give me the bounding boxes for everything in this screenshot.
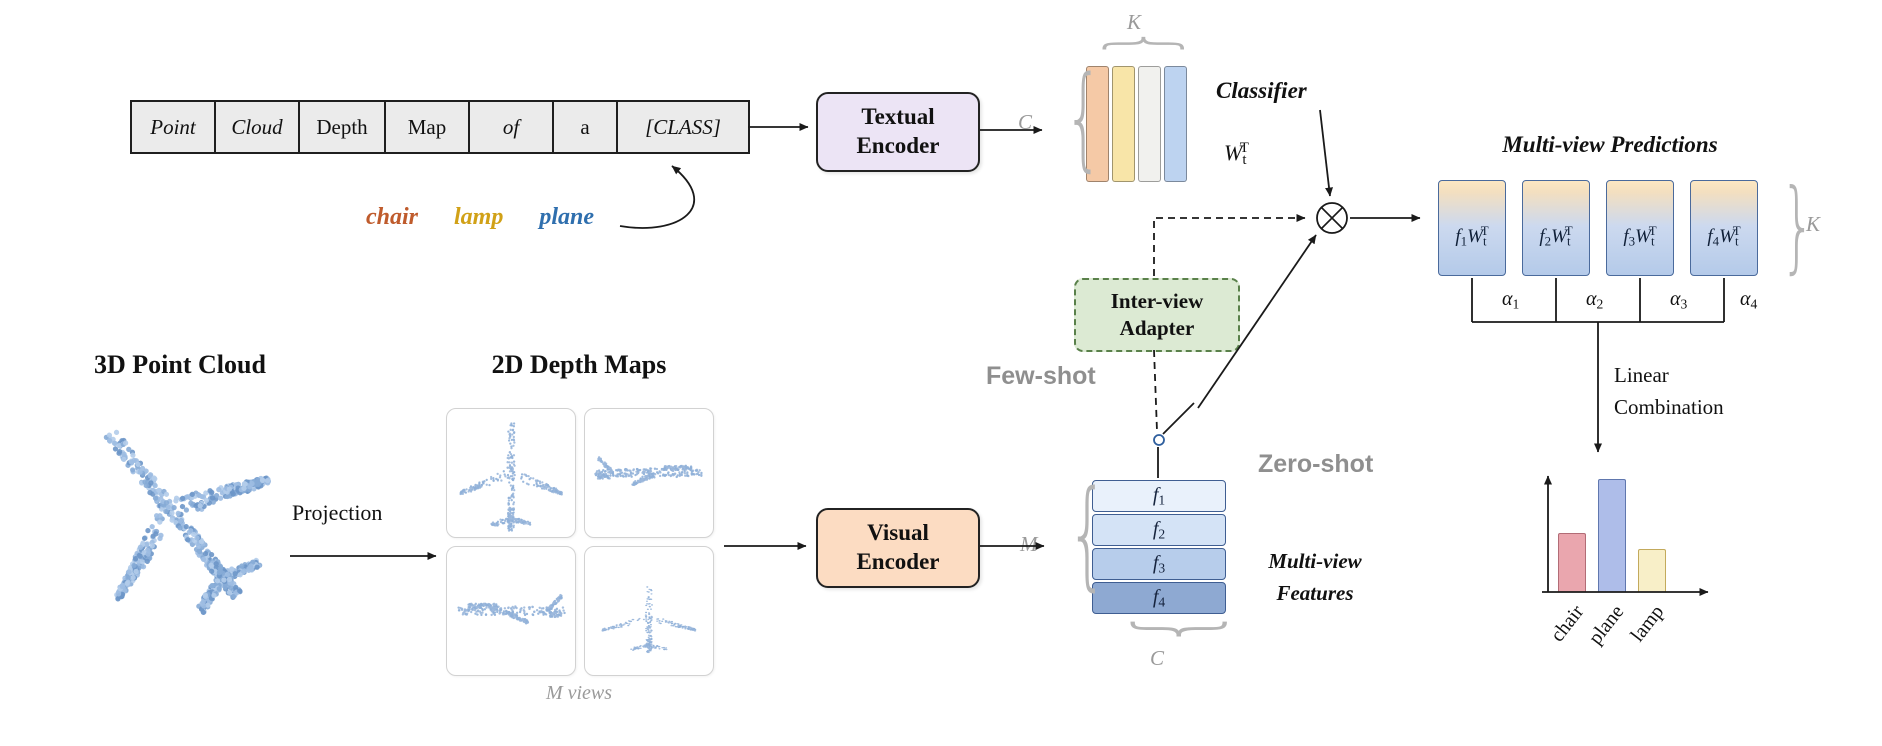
linear-combination-label: Linear Combination [1614, 363, 1724, 419]
feature-bar-f4: f4 [1092, 582, 1226, 614]
inter-view-adapter-box: Inter-view Adapter [1074, 278, 1240, 352]
multi-view-features-label: Multi-view Features [1268, 549, 1362, 605]
bar-lamp [1638, 549, 1666, 592]
prediction-box-4: f4WtT [1690, 180, 1758, 276]
class-word-lamp: lamp [454, 204, 504, 230]
class-word-list: chair lamp plane [366, 204, 594, 231]
feature-bar-label: f3 [1152, 551, 1166, 576]
m-label-features: M [1020, 532, 1038, 556]
alpha-4: α4 [1740, 288, 1758, 312]
prediction-box-label: f1WtT [1455, 222, 1489, 248]
depth-map-image-3 [457, 593, 566, 625]
prompt-cell: Point [132, 102, 216, 152]
prompt-cell: of [470, 102, 554, 152]
prediction-box-1: f1WtT [1438, 180, 1506, 276]
depth-map-tile-3 [446, 546, 576, 676]
arrow-classifier-to-otimes [1319, 109, 1333, 197]
prompt-cell-class: [CLASS] [618, 102, 748, 152]
depth-map-image-4 [601, 586, 697, 654]
depth-maps-title: 2D Depth Maps [491, 350, 667, 379]
classifier-strip [1164, 66, 1187, 182]
prompt-cell: Cloud [216, 102, 300, 152]
few-shot-label: Few-shot [986, 362, 1096, 390]
classifier-weight-stack [1086, 66, 1187, 182]
feature-bar-f3: f3 [1092, 548, 1226, 580]
feature-bar-label: f4 [1152, 585, 1166, 610]
point-cloud-title: 3D Point Cloud [94, 350, 266, 379]
c-label-features: C [1150, 646, 1165, 670]
dashed-arrow-adapter-to-otimes [1153, 214, 1306, 276]
dashed-line-adapter-to-switch [1153, 349, 1158, 432]
classifier-strip [1138, 66, 1161, 182]
alpha-2: α2 [1586, 288, 1604, 312]
classifier-strip [1112, 66, 1135, 182]
class-word-chair: chair [366, 204, 419, 230]
zero-shot-label: Zero-shot [1258, 450, 1374, 478]
prompt-cell: Depth [300, 102, 386, 152]
prediction-box-label: f4WtT [1707, 222, 1741, 248]
bar-chart [1548, 470, 1718, 592]
m-brace-features: { [1066, 464, 1109, 602]
alpha-3: α3 [1670, 288, 1688, 312]
depth-map-image-1 [459, 422, 563, 532]
multi-view-predictions-title: Multi-view Predictions [1502, 132, 1718, 157]
prediction-box-2: f2WtT [1522, 180, 1590, 276]
prompt-table: Point Cloud Depth Map of a [CLASS] [130, 100, 750, 154]
otimes-icon [1316, 202, 1348, 234]
point-cloud-image [103, 429, 272, 616]
depth-map-image-2 [594, 456, 703, 487]
feature-bar-label: f1 [1152, 483, 1166, 508]
k-label-predictions: K [1806, 212, 1821, 236]
c-brace-features: { [1113, 609, 1236, 647]
projection-label: Projection [292, 500, 383, 525]
switch-node-icon [1153, 434, 1165, 446]
bar-chair [1558, 533, 1586, 592]
prompt-cell: a [554, 102, 618, 152]
feature-bar-f2: f2 [1092, 514, 1226, 546]
prompt-cell: Map [386, 102, 470, 152]
c-brace-classifier: { [1064, 53, 1104, 183]
depth-map-tile-4 [584, 546, 714, 676]
class-word-plane: plane [539, 204, 595, 230]
arrow-classes-to-class-token [619, 165, 695, 229]
switch-lever [1162, 402, 1195, 435]
depth-map-tile-1 [446, 408, 576, 538]
feature-bar-label: f2 [1152, 517, 1166, 542]
classifier-wt-label: WtT [1224, 140, 1249, 168]
feature-bar-f1: f1 [1092, 480, 1226, 512]
k-label-classifier: K [1127, 10, 1142, 34]
prediction-box-label: f3WtT [1623, 222, 1657, 248]
classifier-label: Classifier [1216, 78, 1307, 103]
bar-plane [1598, 479, 1626, 592]
prediction-box-3: f3WtT [1606, 180, 1674, 276]
alpha-1: α1 [1502, 288, 1520, 312]
k-brace-predictions: } [1780, 167, 1816, 284]
m-views-label: M views [545, 682, 613, 704]
depth-map-tile-2 [584, 408, 714, 538]
c-label-classifier: C [1018, 110, 1033, 134]
visual-encoder-box: Visual Encoder [816, 508, 980, 588]
k-brace-classifier: { [1096, 28, 1199, 60]
prediction-box-label: f2WtT [1539, 222, 1573, 248]
textual-encoder-box: Textual Encoder [816, 92, 980, 172]
classifier-strip [1086, 66, 1109, 182]
